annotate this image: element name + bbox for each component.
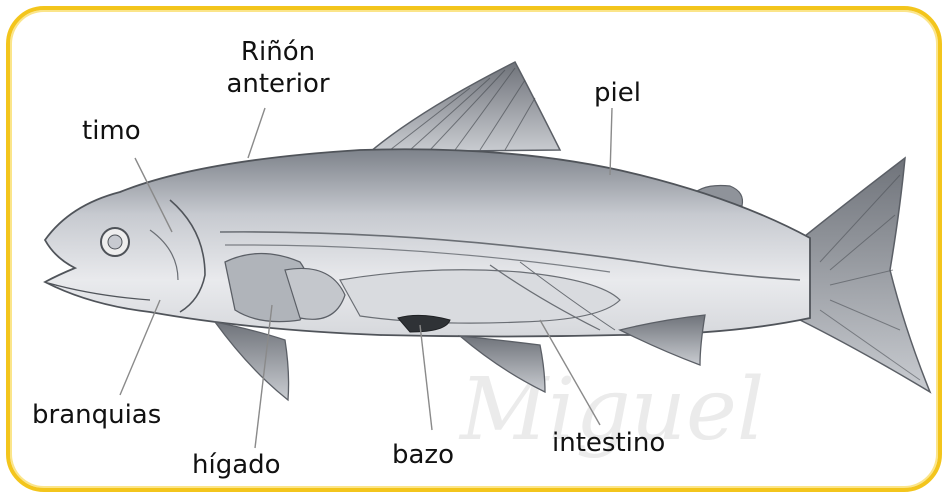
label-rinon-anterior: Riñón anterior — [218, 36, 338, 100]
label-intestino: intestino — [552, 430, 665, 456]
label-rinon-line2: anterior — [218, 68, 338, 100]
label-bazo: bazo — [392, 442, 454, 468]
label-piel: piel — [594, 80, 641, 106]
dorsal-fin — [370, 62, 560, 152]
label-rinon-line1: Riñón — [218, 36, 338, 68]
pelvic-fin — [460, 336, 545, 392]
caudal-fin — [800, 158, 930, 392]
label-timo: timo — [82, 118, 141, 144]
label-branquias: branquias — [32, 402, 161, 428]
label-higado: hígado — [192, 452, 281, 478]
pectoral-fin — [215, 322, 289, 400]
